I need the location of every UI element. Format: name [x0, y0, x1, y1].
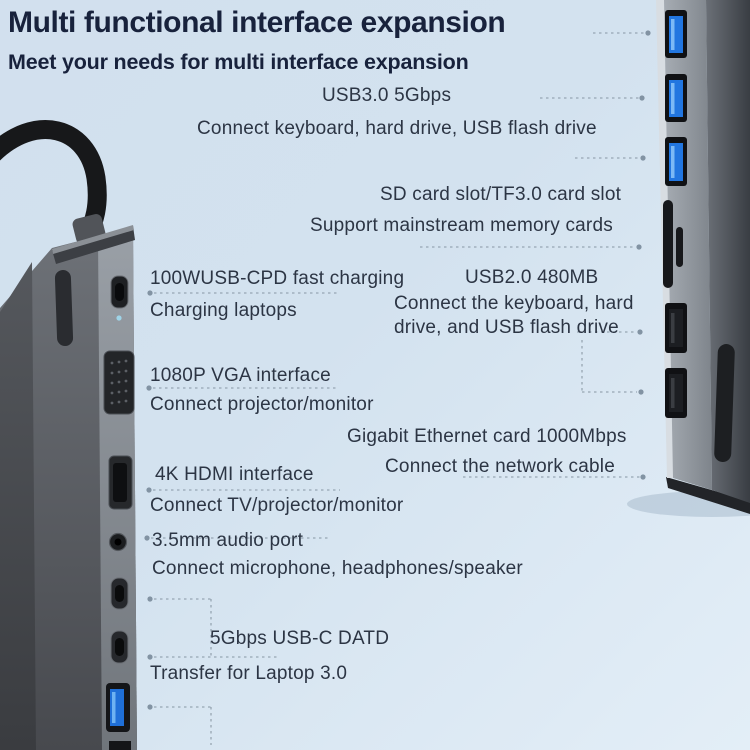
right-hub-main-face [664, 0, 712, 490]
audio-jack-port [108, 532, 128, 552]
usb-c-port-2 [110, 630, 129, 664]
label-usbc-data-desc: Transfer for Laptop 3.0 [150, 663, 348, 684]
label-hdmi-title: 4K HDMI interface [155, 464, 314, 485]
hdmi-port [108, 455, 133, 510]
left-hub-top-highlight [52, 225, 134, 254]
usb-a-2-port-1 [665, 303, 687, 353]
usb-c-port-1 [110, 577, 129, 610]
vent-slot [54, 270, 74, 346]
usb-a-2-port-2 [665, 368, 687, 418]
led-indicator [116, 315, 122, 321]
label-usb3-desc: Connect keyboard, hard drive, USB flash … [197, 118, 597, 139]
right-hub-bottom-face [666, 477, 750, 514]
label-hdmi-desc: Connect TV/projector/monitor [150, 495, 404, 516]
page-title: Multi functional interface expansion [8, 6, 506, 39]
label-usb3-title: USB3.0 5Gbps [322, 85, 452, 106]
label-audio-title: 3.5mm audio port [152, 530, 304, 551]
vga-port [103, 350, 135, 415]
right-hub [627, 0, 750, 517]
label-vga-desc: Connect projector/monitor [150, 394, 374, 415]
usb-a-3-port-left [106, 683, 130, 732]
label-usbc-data-title: 5Gbps USB-C DATD [210, 628, 390, 649]
label-vga-title: 1080P VGA interface [150, 365, 331, 386]
label-usb2-title: USB2.0 480MB [465, 267, 599, 288]
page-subtitle: Meet your needs for multi interface expa… [8, 50, 469, 74]
usb-c-pd-port [110, 275, 129, 309]
sd-card-slot [663, 200, 673, 288]
usb-a-3-port-right-1 [665, 10, 687, 58]
label-pd-desc: Charging laptops [150, 300, 297, 321]
usb-a-3-port-right-2 [665, 74, 687, 122]
label-pd-title: 100WUSB-CPD fast charging [150, 268, 405, 289]
label-audio-desc: Connect microphone, headphones/speaker [152, 558, 523, 579]
label-usb2-desc: Connect the keyboard, hard drive, and US… [394, 293, 634, 338]
label-sd-desc: Support mainstream memory cards [310, 215, 613, 236]
label-ethernet-desc: Connect the network cable [385, 456, 615, 477]
side-vent-slot [714, 344, 735, 462]
left-hub [0, 120, 137, 750]
label-sd-title: SD card slot/TF3.0 card slot [380, 184, 622, 205]
label-ethernet-title: Gigabit Ethernet card 1000Mbps [347, 426, 627, 447]
annotation-connectors [144, 30, 651, 745]
left-hub-shadow-face [0, 262, 36, 750]
usb-a-3-port-right-3 [665, 137, 687, 186]
tf-card-slot [676, 227, 683, 267]
partial-port-bottom [109, 741, 131, 750]
